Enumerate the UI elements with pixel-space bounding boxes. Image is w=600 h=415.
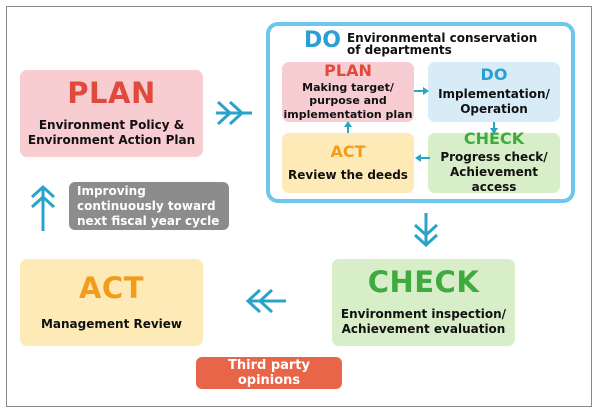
inner-plan-box: PLAN Making target/ purpose and implemen… — [282, 62, 414, 122]
do-panel-desc: Environmental conservation of department… — [347, 30, 537, 56]
act-title: ACT — [78, 270, 144, 305]
arrow-down-icon — [490, 122, 498, 134]
double-chevron-up-icon — [30, 184, 56, 231]
double-chevron-down-icon — [413, 213, 439, 248]
inner-plan-line1: Making target/ — [302, 81, 394, 95]
inner-plan-line3: implementation plan — [283, 107, 413, 121]
plan-desc-line2: Environment Action Plan — [27, 133, 196, 147]
improving-note-line2: continuously toward — [77, 199, 216, 213]
inner-do-line2: Operation — [460, 102, 528, 116]
inner-check-title: CHECK — [463, 129, 525, 148]
do-panel-desc-line1: Environmental conservation — [346, 31, 538, 45]
plan-desc-line1: Environment Policy & — [38, 118, 185, 132]
inner-check-line1: Progress check/ — [440, 150, 548, 164]
inner-plan-line2: purpose and — [309, 94, 387, 108]
double-chevron-left-icon — [245, 288, 286, 314]
inner-act-box: ACT Review the deeds — [282, 133, 414, 193]
inner-act-title: ACT — [330, 141, 366, 161]
inner-do-box: DO Implementation/ Operation — [428, 62, 560, 122]
improving-note: Improving continuously toward next fisca… — [69, 182, 229, 230]
inner-check-box: CHECK Progress check/ Achievement access — [428, 129, 560, 194]
third-party-opinions-label: Third party opinions — [228, 358, 310, 388]
check-title: CHECK — [367, 265, 480, 299]
improving-note-line1: Improving — [77, 184, 146, 198]
act-box: ACT Management Review — [20, 259, 203, 346]
plan-box: PLAN Environment Policy & Environment Ac… — [20, 70, 203, 157]
check-desc-line2: Achievement evaluation — [341, 322, 506, 336]
inner-do-title: DO — [480, 65, 508, 84]
arrow-left-icon — [415, 154, 430, 162]
double-chevron-right-icon — [216, 100, 252, 126]
check-box: CHECK Environment inspection/ Achievemen… — [332, 259, 515, 346]
third-party-opinions-badge: Third party opinions — [196, 357, 342, 389]
arrow-up-icon — [344, 121, 352, 133]
act-desc: Management Review — [40, 316, 183, 331]
do-panel-title: DO Environmental conservation of departm… — [304, 28, 537, 57]
plan-title: PLAN — [67, 76, 156, 110]
improving-note-line3: next fiscal year cycle — [77, 214, 220, 228]
arrow-right-icon — [414, 87, 429, 95]
inner-do-line1: Implementation/ — [438, 87, 550, 101]
do-panel-title-word: DO — [304, 28, 341, 53]
do-panel-desc-line2: of departments — [346, 43, 452, 57]
inner-act-line1: Review the deeds — [288, 167, 408, 182]
check-desc-line1: Environment inspection/ — [340, 307, 507, 321]
inner-check-line2: Achievement access — [449, 165, 539, 194]
inner-plan-title: PLAN — [324, 61, 372, 81]
